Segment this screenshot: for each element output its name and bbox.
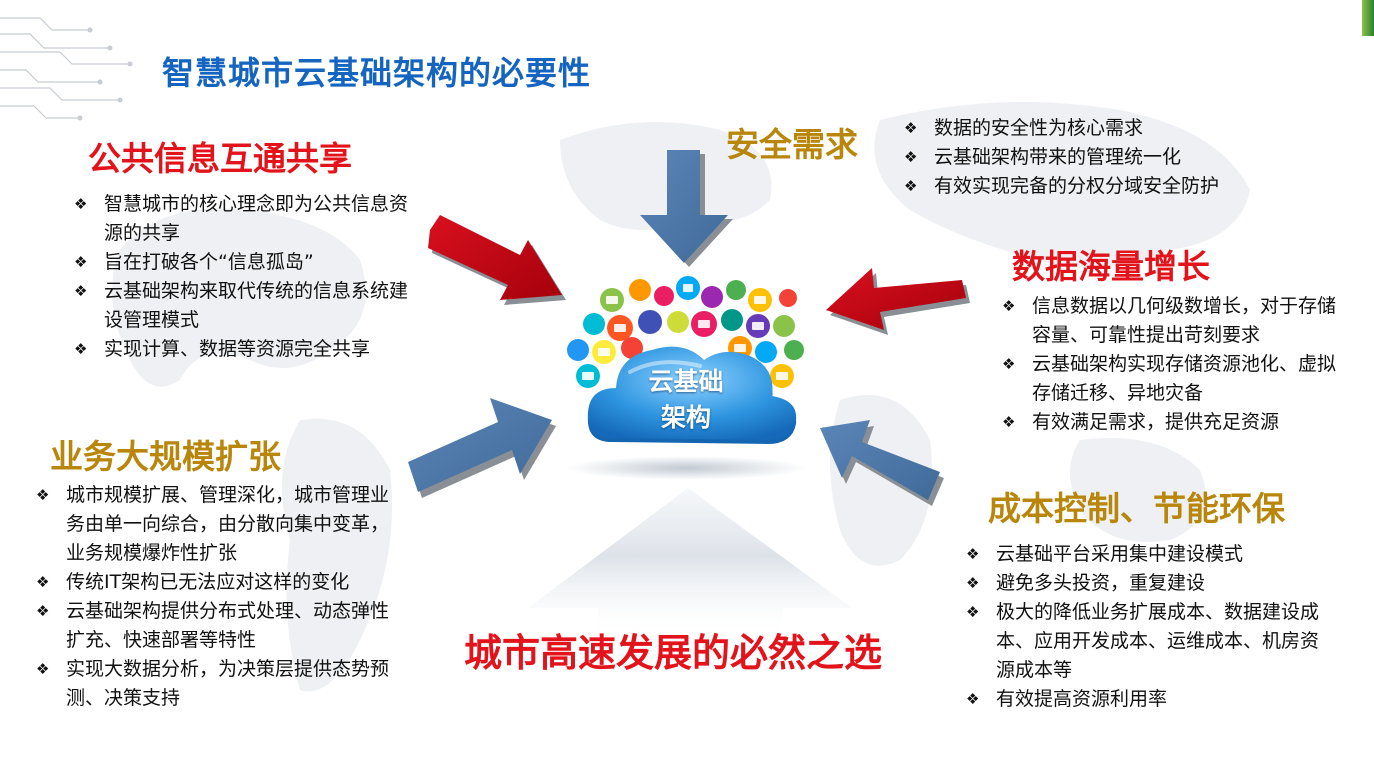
heading-data-growth: 数据海量增长 (1012, 247, 1210, 286)
list-item: 旨在打破各个“信息孤岛” (74, 248, 419, 277)
heading-cost: 成本控制、节能环保 (988, 489, 1285, 528)
list-business: 城市规模扩展、管理深化，城市管理业务由单一向综合，由分散向集中变革，业务规模爆炸… (36, 481, 406, 713)
arrow-left-blue (408, 398, 556, 498)
list-item: 实现大数据分析，为决策层提供态势预测、决策支持 (36, 655, 406, 713)
list-item: 智慧城市的核心理念即为公共信息资源的共享 (74, 190, 419, 248)
cloud-icon (587, 346, 797, 444)
list-item: 信息数据以几何级数增长，对于存储容量、可靠性提出苛刻要求 (1002, 292, 1347, 350)
arrow-top-blue (640, 150, 733, 267)
list-data-growth: 信息数据以几何级数增长，对于存储容量、可靠性提出苛刻要求 云基础架构实现存储资源… (1002, 292, 1347, 437)
corner-accent-bar (1362, 0, 1374, 36)
page-title: 智慧城市云基础架构的必要性 (162, 54, 592, 92)
bottom-title: 城市高速发展的必然之选 (464, 631, 883, 675)
list-item: 传统IT架构已无法应对这样的变化 (36, 568, 406, 597)
heading-security: 安全需求 (726, 125, 858, 164)
list-item: 避免多头投资，重复建设 (966, 569, 1336, 598)
cloud-label: 云基础 架构 (626, 364, 746, 436)
arrow-right-red (826, 268, 970, 335)
list-item: 云基础架构带来的管理统一化 (904, 143, 1264, 172)
cloud-label-line1: 云基础 (648, 367, 724, 396)
list-item: 云基础平台采用集中建设模式 (966, 540, 1336, 569)
circuit-decoration (0, 17, 133, 121)
list-item: 云基础架构来取代传统的信息系统建设管理模式 (74, 277, 419, 335)
list-item: 城市规模扩展、管理深化，城市管理业务由单一向综合，由分散向集中变革，业务规模爆炸… (36, 481, 406, 568)
arrow-right-blue (820, 420, 944, 506)
list-item: 云基础架构提供分布式处理、动态弹性扩充、快速部署等特性 (36, 597, 406, 655)
list-item: 有效实现完备的分权分域安全防护 (904, 172, 1264, 201)
list-item: 数据的安全性为核心需求 (904, 114, 1264, 143)
list-item: 实现计算、数据等资源完全共享 (74, 335, 419, 364)
list-item: 有效提高资源利用率 (966, 685, 1336, 714)
heading-public-info: 公共信息互通共享 (88, 139, 352, 178)
heading-business: 业务大规模扩张 (50, 437, 281, 476)
upward-beam-arrow (528, 488, 852, 640)
list-item: 有效满足需求，提供充足资源 (1002, 408, 1347, 437)
list-item: 云基础架构实现存储资源池化、虚拟存储迁移、异地灾备 (1002, 350, 1347, 408)
list-item: 极大的降低业务扩展成本、数据建设成本、应用开发成本、运维成本、机房资源成本等 (966, 598, 1336, 685)
list-security: 数据的安全性为核心需求 云基础架构带来的管理统一化 有效实现完备的分权分域安全防… (904, 114, 1264, 201)
arrow-top-left-red (428, 215, 566, 305)
list-public-info: 智慧城市的核心理念即为公共信息资源的共享 旨在打破各个“信息孤岛” 云基础架构来… (74, 190, 419, 364)
list-cost: 云基础平台采用集中建设模式 避免多头投资，重复建设 极大的降低业务扩展成本、数据… (966, 540, 1336, 714)
cloud-label-line2: 架构 (660, 403, 711, 432)
